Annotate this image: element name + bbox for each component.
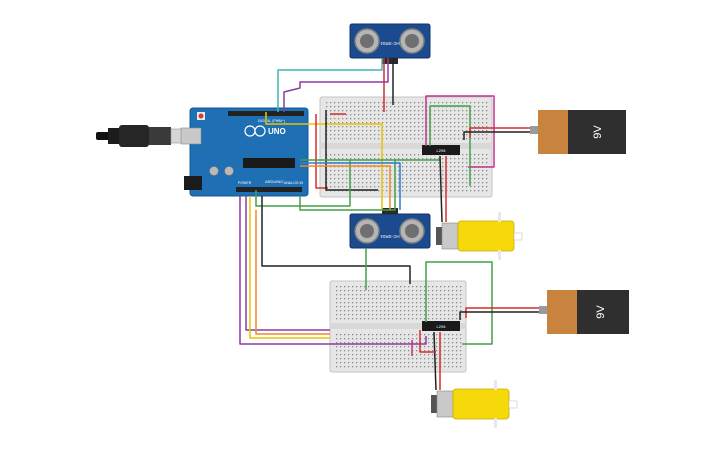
motor-driver-bottom: L298 <box>422 321 460 331</box>
wire-red-1 <box>315 114 328 189</box>
arduino-digital-header: DIGITAL (PWM~) <box>258 119 285 123</box>
wire-red-bb2 <box>419 330 436 353</box>
wire-magenta <box>425 95 495 168</box>
wire-green-5 <box>425 261 493 345</box>
wire-yellow-long <box>249 196 330 339</box>
battery-top-label: 9V <box>592 125 604 139</box>
arduino-board: UNO ARDUINO DIGITAL (PWM~) POWER ANALOG … <box>180 107 309 197</box>
wire-blue <box>300 162 401 210</box>
wire-green-2 <box>255 160 351 207</box>
battery-bottom: 9V <box>539 290 629 334</box>
breadboard-top <box>319 96 493 198</box>
wire-orange-long <box>255 210 330 335</box>
wire-battery-bottom-black <box>459 311 539 320</box>
wire-purple-long <box>239 196 427 345</box>
wire-purple <box>283 58 389 112</box>
driver-bottom-label: L298 <box>437 324 447 329</box>
wire-battery-bottom-red <box>465 307 539 318</box>
motor-bottom <box>431 380 518 428</box>
arduino-brand-text: ARDUINO <box>265 179 283 184</box>
breadboard-bottom <box>329 280 467 373</box>
wire-green-4 <box>429 105 471 186</box>
ultrasonic-sensor-top: HC-SR04 <box>349 23 431 64</box>
usb-cable <box>96 125 196 147</box>
wire-teal <box>277 58 383 112</box>
motor-driver-top: L298 <box>422 145 460 155</box>
wire-battery-top-black <box>463 131 530 140</box>
motor-top <box>436 212 523 260</box>
arduino-power-header: POWER <box>238 181 252 185</box>
sensor-bottom-label: HC-SR04 <box>380 234 400 239</box>
sensor-top-label: HC-SR04 <box>380 41 400 46</box>
wire-purple-long-2 <box>245 196 330 331</box>
wire-battery-top-red <box>469 127 530 138</box>
wire-orange <box>300 165 391 210</box>
wire-black-1 <box>325 110 378 191</box>
wires <box>239 58 539 391</box>
wire-black-long <box>261 196 411 284</box>
arduino-logo-text: UNO <box>268 127 286 136</box>
driver-top-label: L298 <box>437 148 447 153</box>
wire-motor-top-black <box>439 155 443 223</box>
battery-bottom-label: 9V <box>595 305 607 319</box>
battery-top: 9V <box>530 110 626 154</box>
ultrasonic-sensor-bottom: HC-SR04 <box>349 208 431 249</box>
wire-green-1 <box>299 160 396 211</box>
wire-yellow <box>265 112 383 210</box>
arduino-analog-header: ANALOG IN <box>284 181 304 185</box>
wire-motor-bottom-black <box>433 331 437 391</box>
